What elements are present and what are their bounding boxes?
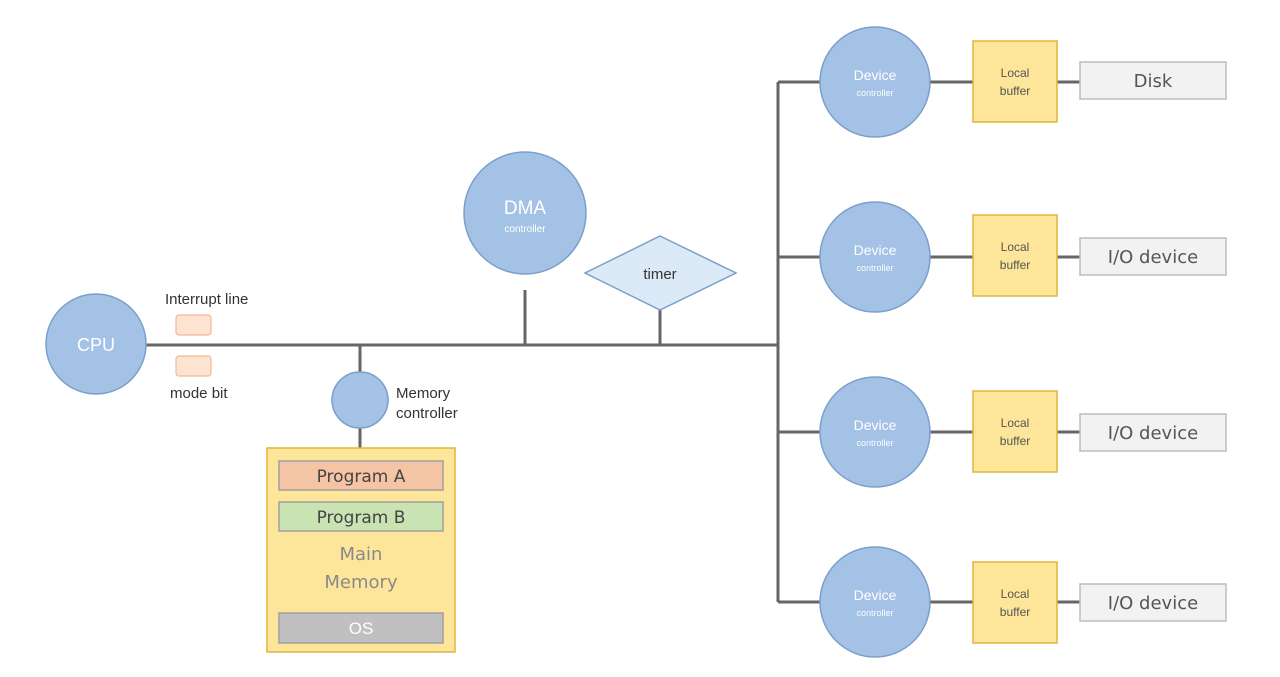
local-buffer-line1: Local — [1001, 416, 1030, 430]
device-box — [1079, 583, 1227, 622]
local-buffer-line2: buffer — [1000, 84, 1030, 98]
memory-controller-line2: controller — [396, 405, 458, 422]
memory-controller-circle — [331, 371, 389, 429]
device-row: Device controller Local buffer Disk — [819, 26, 1227, 138]
device-controller-node[interactable]: Device controller — [819, 376, 931, 488]
device-controller-node[interactable]: Device controller — [819, 26, 931, 138]
device-controller-title: Device — [854, 587, 897, 603]
device-controller-circle — [819, 546, 931, 658]
io-device-node[interactable]: I/O device — [1079, 237, 1227, 276]
cpu-label: CPU — [77, 335, 115, 355]
device-label: I/O device — [1108, 593, 1198, 614]
device-controller-circle — [819, 376, 931, 488]
device-label: I/O device — [1108, 423, 1198, 444]
device-row: Device controller Local buffer I/O devic… — [819, 201, 1227, 313]
local-buffer-box — [972, 390, 1058, 473]
device-box — [1079, 237, 1227, 276]
device-controller-title: Device — [854, 242, 897, 258]
timer-label: timer — [643, 266, 676, 283]
interrupt-line-flag — [175, 314, 212, 336]
local-buffer-box — [972, 561, 1058, 644]
device-box — [1079, 61, 1227, 100]
os-label: OS — [349, 619, 374, 638]
io-device-node[interactable]: I/O device — [1079, 583, 1227, 622]
program-b-label: Program B — [317, 508, 406, 528]
timer-diamond — [583, 235, 738, 311]
bus-lines — [140, 80, 1080, 604]
dma-subtitle: controller — [504, 224, 546, 235]
device-controller-subtitle: controller — [856, 438, 893, 448]
timer-node[interactable]: timer — [583, 235, 738, 311]
local-buffer-line2: buffer — [1000, 605, 1030, 619]
main-memory-node[interactable]: Program A Program B Main Memory OS — [266, 447, 456, 653]
device-box — [1079, 413, 1227, 452]
device-controller-node[interactable]: Device controller — [819, 546, 931, 658]
device-controller-title: Device — [854, 67, 897, 83]
os-block — [278, 612, 444, 644]
local-buffer-line1: Local — [1001, 240, 1030, 254]
local-buffer-line2: buffer — [1000, 434, 1030, 448]
local-buffer-line1: Local — [1001, 66, 1030, 80]
local-buffer-node[interactable]: Local buffer — [972, 214, 1058, 297]
device-row: Device controller Local buffer I/O devic… — [819, 376, 1227, 488]
device-controller-node[interactable]: Device controller — [819, 201, 931, 313]
program-a-label: Program A — [317, 467, 406, 487]
disk-device-node[interactable]: Disk — [1079, 61, 1227, 100]
cpu-flags: Interrupt line mode bit — [165, 291, 248, 402]
local-buffer-box — [972, 40, 1058, 123]
mode-bit-label: mode bit — [170, 385, 228, 402]
local-buffer-node[interactable]: Local buffer — [972, 390, 1058, 473]
program-a-block — [278, 460, 444, 491]
device-controller-subtitle: controller — [856, 88, 893, 98]
device-row: Device controller Local buffer I/O devic… — [819, 546, 1227, 658]
program-b-block — [278, 501, 444, 532]
local-buffer-box — [972, 214, 1058, 297]
dma-controller-node[interactable]: DMA controller — [463, 151, 587, 275]
device-controller-subtitle: controller — [856, 263, 893, 273]
main-memory-title-line1: Main — [340, 544, 383, 565]
memory-controller-line1: Memory — [396, 385, 451, 402]
device-controller-circle — [819, 26, 931, 138]
device-controller-subtitle: controller — [856, 608, 893, 618]
main-memory-title-line2: Memory — [324, 572, 398, 593]
local-buffer-line1: Local — [1001, 587, 1030, 601]
local-buffer-node[interactable]: Local buffer — [972, 561, 1058, 644]
dma-circle — [463, 151, 587, 275]
interrupt-line-label: Interrupt line — [165, 291, 248, 308]
device-controller-title: Device — [854, 417, 897, 433]
local-buffer-line2: buffer — [1000, 258, 1030, 272]
device-label: I/O device — [1108, 247, 1198, 268]
local-buffer-node[interactable]: Local buffer — [972, 40, 1058, 123]
device-controller-circle — [819, 201, 931, 313]
io-device-node[interactable]: I/O device — [1079, 413, 1227, 452]
dma-title: DMA — [504, 198, 547, 219]
cpu-circle — [45, 293, 147, 395]
device-label: Disk — [1134, 71, 1173, 92]
cpu-node[interactable]: CPU — [45, 293, 147, 395]
memory-controller-node[interactable]: Memory controller — [331, 371, 458, 429]
mode-bit-flag — [175, 355, 212, 377]
